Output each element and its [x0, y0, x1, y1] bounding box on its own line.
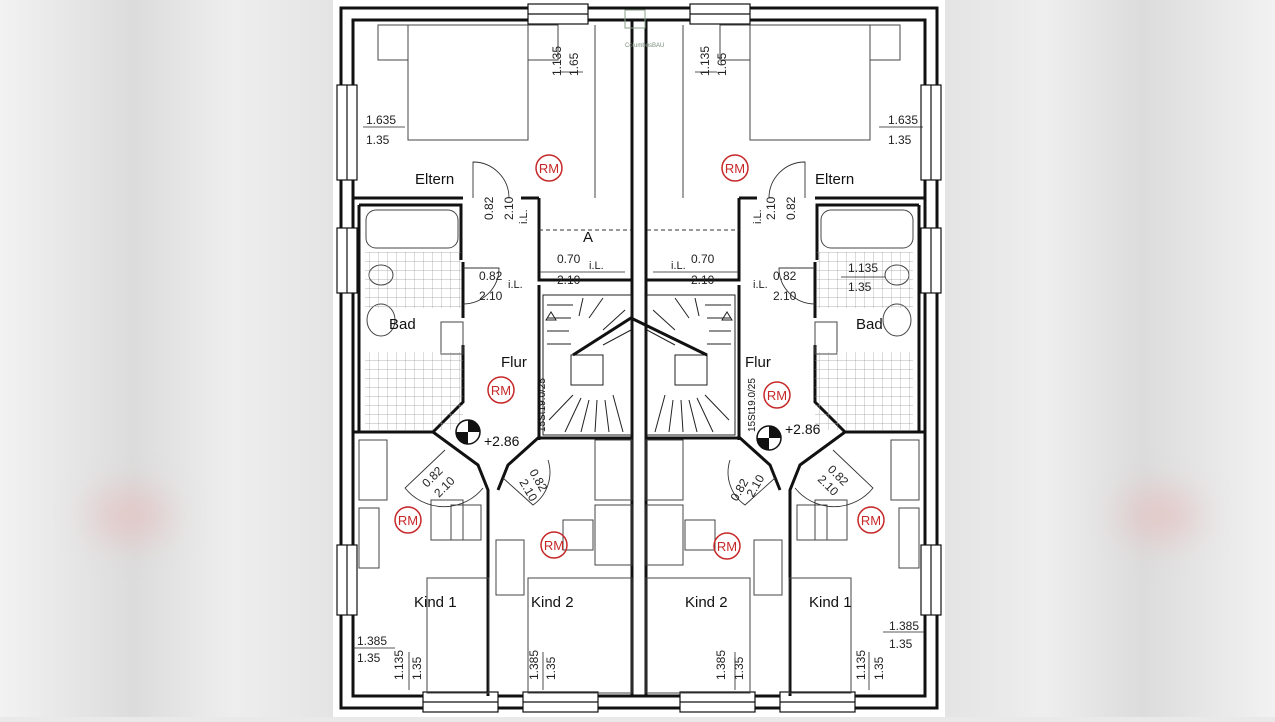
interior-walls-left [353, 196, 632, 696]
room-label-abstell: A [583, 229, 593, 246]
dim-kind1-side-left: 1.385 [357, 634, 387, 648]
door-swings [404, 161, 874, 508]
dim-kind2-bottom-left: 1.385 [527, 650, 541, 680]
dim-bad-side-right: 1.135 [848, 261, 878, 275]
room-label-bad-right: Bad [856, 316, 883, 333]
rm-marker-circle [487, 376, 515, 404]
dim-kind1-bottom-right: 1.135 [854, 650, 868, 680]
room-label-eltern-right: Eltern [815, 171, 854, 188]
rm-marker-circle [535, 154, 563, 182]
dim-door-eltern-left: 0.82 [482, 196, 496, 220]
dim-door-abstell-left: 0.70 [557, 252, 581, 266]
tiled-floors [365, 252, 913, 430]
level-label-left: +2.86 [484, 433, 520, 449]
watermark-text: ColumbusBAU [625, 43, 664, 49]
dim-eltern-top-right: 1.65 [715, 52, 729, 76]
dim-bad-side-right: 1.35 [848, 280, 872, 294]
rm-label: RM [717, 539, 737, 554]
rm-marker-circle [540, 531, 568, 559]
dim-eltern-side-left: 1.35 [366, 133, 390, 147]
dim-kind1-bottom-left: 1.135 [392, 650, 406, 680]
room-label-kind2-left: Kind 2 [531, 594, 574, 611]
dim-kind1-side-left: 1.35 [357, 651, 381, 665]
rm-label: RM [861, 513, 881, 528]
rm-marker-circle [763, 381, 791, 409]
room-label-kind2-right: Kind 2 [685, 594, 728, 611]
rm-label: RM [491, 383, 511, 398]
blur-spot [90, 490, 170, 540]
level-marker-right [756, 425, 782, 451]
dim-il-label: i.L. [752, 209, 764, 224]
dim-door-bad-left: 0.82 [479, 269, 503, 283]
room-label-bad-left: Bad [389, 316, 416, 333]
room-label-kind1-left: Kind 1 [414, 594, 457, 611]
blurred-background-right [945, 0, 1275, 717]
dim-eltern-top-left: 1.135 [550, 46, 564, 76]
dim-kind2-bottom-right: 1.385 [714, 650, 728, 680]
dim-eltern-side-right: 1.635 [888, 113, 918, 127]
dim-kind1-bottom-left: 1.35 [410, 656, 424, 680]
dim-door-eltern-left: 2.10 [502, 196, 516, 220]
blur-spot [1120, 490, 1200, 540]
watermark-logo: ColumbusBAU [624, 9, 664, 49]
dim-il-label: i.L. [753, 279, 768, 291]
dim-door-eltern-right: 2.10 [764, 196, 778, 220]
dim-door-abstell-right: 0.70 [691, 252, 715, 266]
dim-door-eltern-right: 0.82 [784, 196, 798, 220]
rm-label: RM [544, 538, 564, 553]
rm-label: RM [539, 161, 559, 176]
room-label-flur-left: Flur [501, 354, 527, 371]
blurred-background-left [0, 0, 333, 717]
floor-plan-drawing: RM RM RM RM RM RM RM RM Eltern Bad Flur … [336, 3, 942, 713]
dim-il-label: i.L. [508, 279, 523, 291]
windows [336, 3, 942, 713]
level-label-right: +2.86 [785, 421, 821, 437]
stair-spec-left: 15St19.0/25 [537, 378, 548, 432]
rm-label: RM [398, 513, 418, 528]
stair-spec-right: 15St19.0/25 [747, 378, 758, 432]
rm-marker-circle [721, 154, 749, 182]
staircase [542, 294, 736, 436]
dim-kind1-side-right: 1.385 [889, 619, 919, 633]
floor-plan: RM RM RM RM RM RM RM RM Eltern Bad Flur … [333, 0, 945, 717]
dim-il-label: i.L. [518, 209, 530, 224]
dim-door-abstell-left: 2.10 [557, 273, 581, 287]
dim-eltern-side-right: 1.35 [888, 133, 912, 147]
rm-marker-circle [857, 506, 885, 534]
room-label-eltern-left: Eltern [415, 171, 454, 188]
dim-eltern-side-left: 1.635 [366, 113, 396, 127]
room-label-flur-right: Flur [745, 354, 771, 371]
dim-eltern-top-right: 1.135 [698, 46, 712, 76]
dim-il-label: i.L. [589, 260, 604, 272]
level-marker-left [455, 419, 481, 445]
dim-door-abstell-right: 2.10 [691, 273, 715, 287]
dim-kind1-bottom-right: 1.35 [872, 656, 886, 680]
dim-door-kind2-right: 2.10 [743, 472, 767, 500]
dim-kind2-bottom-left: 1.35 [544, 656, 558, 680]
rm-marker-circle [394, 506, 422, 534]
dim-door-bad-right: 2.10 [773, 289, 797, 303]
rm-label: RM [725, 161, 745, 176]
dim-kind1-side-right: 1.35 [889, 637, 913, 651]
rm-marker-circle [713, 532, 741, 560]
dim-eltern-top-left: 1.65 [567, 52, 581, 76]
dim-door-bad-right: 0.82 [773, 269, 797, 283]
rm-label: RM [767, 388, 787, 403]
dim-door-bad-left: 2.10 [479, 289, 503, 303]
dim-kind2-bottom-right: 1.35 [732, 656, 746, 680]
room-label-kind1-right: Kind 1 [809, 594, 852, 611]
dim-il-label: i.L. [671, 260, 686, 272]
